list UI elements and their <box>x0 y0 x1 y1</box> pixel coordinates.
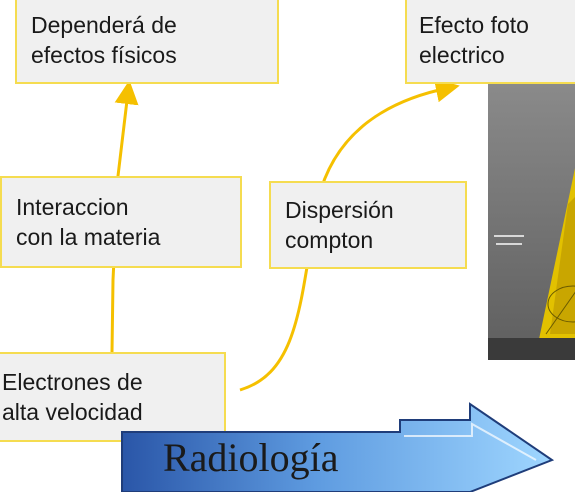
radiologia-label: Radiología <box>163 435 339 480</box>
node-dispersion-compton: Dispersión compton <box>269 181 467 269</box>
node-efectos-fisicos-line1: Dependerá de <box>31 12 177 38</box>
node-interaccion-materia: Interaccion con la materia <box>0 176 242 268</box>
node-efectos-fisicos-line2: efectos físicos <box>31 42 177 68</box>
textbook-figure-graphic <box>488 84 575 360</box>
node-interaccion-materia-line2: con la materia <box>16 224 161 250</box>
node-efecto-fotoelectrico-line2: electrico <box>419 42 505 68</box>
node-dispersion-compton-line1: Dispersión <box>285 197 394 223</box>
node-electrones-alta-velocidad: Electrones de alta velocidad <box>0 352 226 442</box>
node-interaccion-materia-line1: Interaccion <box>16 194 129 220</box>
node-efecto-fotoelectrico-line1: Efecto foto <box>419 12 529 38</box>
textbook-figure-photo <box>488 84 575 360</box>
node-electrones-line1: Electrones de <box>2 369 143 395</box>
node-electrones-line2: alta velocidad <box>2 399 143 425</box>
node-efecto-fotoelectrico: Efecto foto electrico <box>405 0 575 84</box>
node-dispersion-compton-line2: compton <box>285 227 374 253</box>
node-efectos-fisicos: Dependerá de efectos físicos <box>15 0 279 84</box>
